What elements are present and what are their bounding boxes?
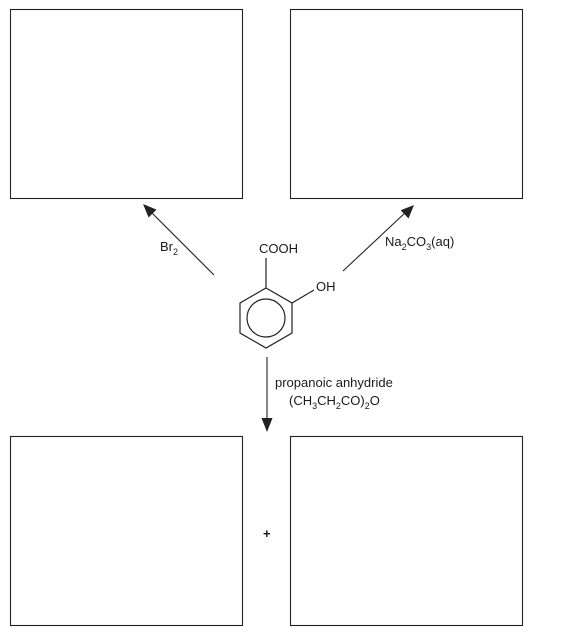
answer-box-top-left[interactable] (9, 8, 244, 200)
hydroxyl-bond (291, 289, 315, 304)
arrow-anhydride (261, 357, 273, 432)
plus-sign: + (263, 526, 271, 541)
benzene-ring (239, 287, 293, 349)
carbonate-reagent-label: Na2CO3(aq) (385, 234, 454, 252)
salicylic-acid-structure: COOH OH (239, 241, 336, 349)
answer-box-top-right[interactable] (289, 8, 524, 200)
anhydride-name-label: propanoic anhydride (275, 375, 393, 390)
carboxyl-label: COOH (259, 241, 298, 256)
bromine-reagent-label: Br2 (160, 239, 178, 257)
anhydride-formula-label: (CH3CH2CO)2O (289, 393, 380, 411)
arrow-carbonate (342, 205, 414, 272)
answer-box-bottom-right[interactable] (289, 435, 524, 627)
arrow-bromination (143, 204, 215, 276)
hydroxyl-label: OH (316, 279, 336, 294)
aromatic-circle (246, 298, 286, 338)
answer-box-bottom-left[interactable] (9, 435, 244, 627)
